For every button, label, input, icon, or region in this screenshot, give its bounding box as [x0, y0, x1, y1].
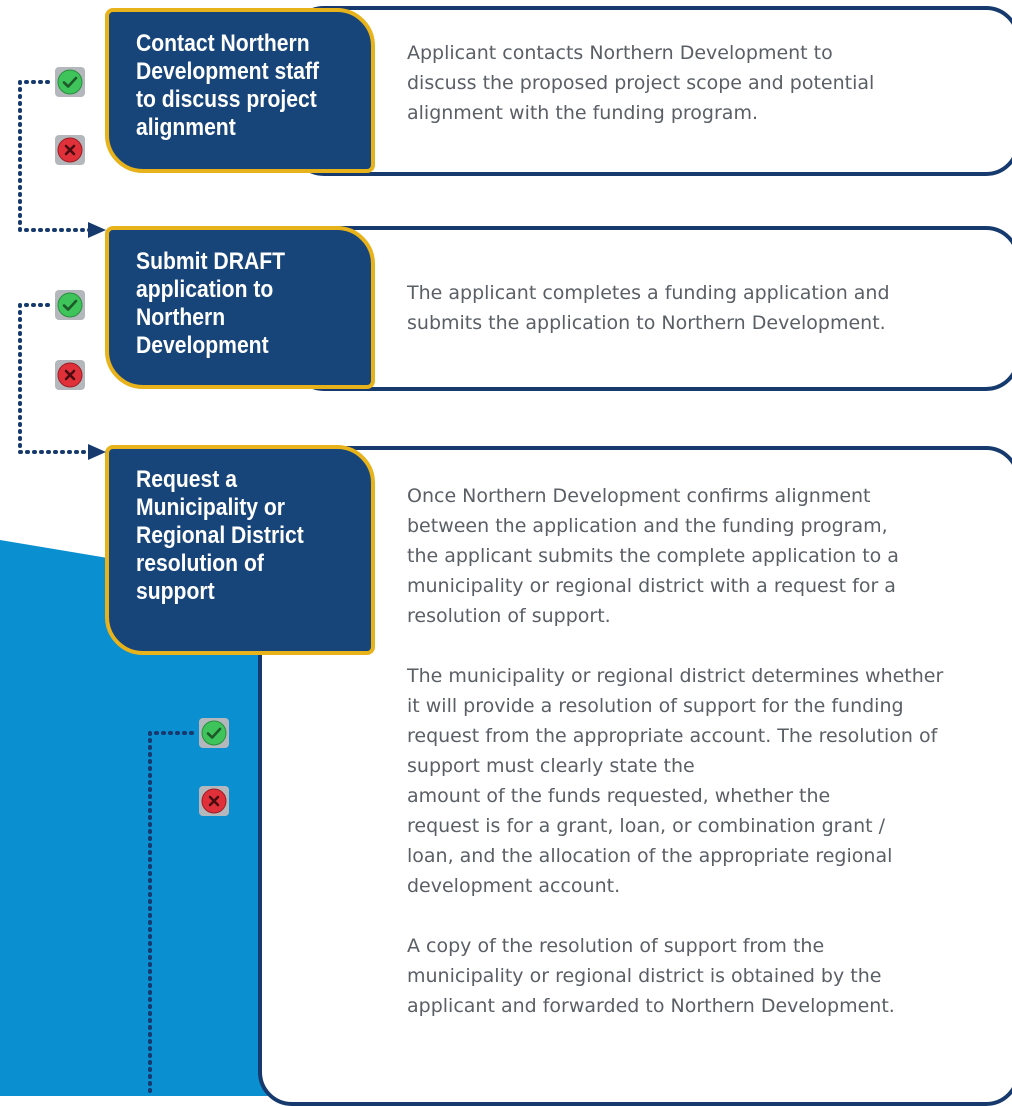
- check-circle-icon: [57, 69, 83, 95]
- approve-icon-step3: [199, 718, 229, 748]
- x-circle-icon: [57, 362, 83, 388]
- check-circle-icon: [57, 292, 83, 318]
- arrowhead-step3: [88, 444, 106, 460]
- step-3-description: Once Northern Development confirms align…: [407, 485, 944, 1017]
- connector-step1-to-step2: [18, 80, 92, 232]
- step-2-box: [105, 226, 375, 389]
- step-3-box: [105, 445, 375, 655]
- step-1-description-box: [290, 6, 1012, 176]
- x-circle-icon: [57, 137, 83, 163]
- step-1-title: Contact Northern Development staff to di…: [136, 30, 320, 141]
- check-circle-icon: [201, 720, 227, 746]
- approve-icon-step2: [55, 290, 85, 320]
- step-3-title: Request a Municipality or Regional Distr…: [136, 466, 304, 605]
- connector-step2-to-step3: [18, 303, 92, 454]
- step-2-title: Submit DRAFT application to Northern Dev…: [136, 248, 285, 359]
- x-circle-icon: [201, 788, 227, 814]
- step-1-description: Applicant contacts Northern Development …: [407, 42, 875, 124]
- approve-icon-step1: [55, 67, 85, 97]
- reject-icon-step2: [55, 360, 85, 390]
- connector-step3-down: [148, 731, 194, 1096]
- reject-icon-step1: [55, 135, 85, 165]
- step-3-description-box: [258, 446, 1012, 1106]
- step-2-description: The applicant completes a funding applic…: [407, 282, 890, 334]
- step-1-box: [105, 8, 375, 173]
- arrowhead-step2: [88, 222, 106, 238]
- reject-icon-step3: [199, 786, 229, 816]
